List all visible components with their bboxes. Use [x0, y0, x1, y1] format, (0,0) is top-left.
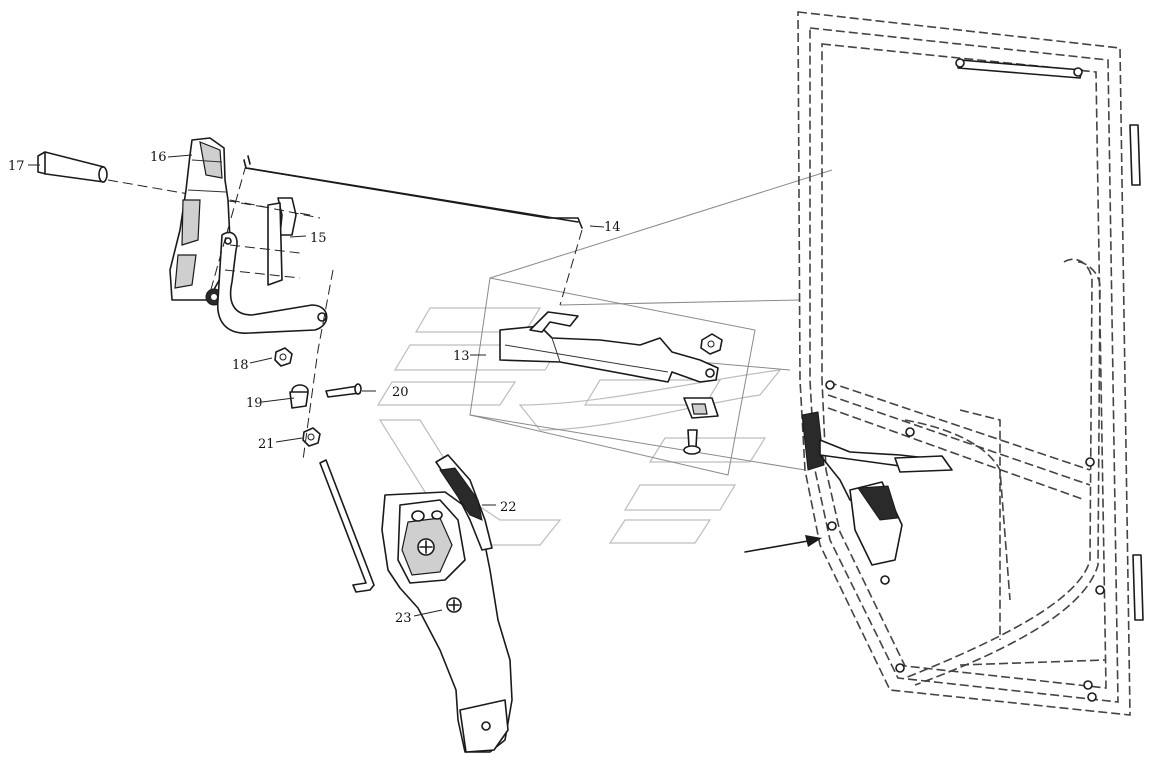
- spring-plate-part: [267, 197, 297, 286]
- label-15: 15: [310, 231, 327, 246]
- label-19: 19: [246, 396, 263, 411]
- label-13: 13: [453, 349, 470, 364]
- rod-axis-line: [207, 164, 247, 301]
- label-21: 21: [258, 437, 275, 452]
- plate-axis-line-1: [229, 199, 321, 219]
- plate-axis-line-2: [229, 244, 301, 254]
- nut-21: [302, 427, 321, 447]
- callouts: 17 16 15 14 13 18 19 20 21 22 23: [8, 150, 621, 626]
- rod-part: [243, 155, 583, 229]
- pin-part: [37, 151, 108, 183]
- label-22: 22: [500, 500, 517, 515]
- bushing-19: [289, 384, 309, 409]
- label-17: 17: [8, 159, 25, 174]
- plate-axis-line-3: [224, 269, 301, 279]
- long-rod-part: [319, 459, 375, 593]
- projection-lines: [469, 169, 833, 476]
- label-16: 16: [150, 150, 167, 165]
- door-frame: [797, 11, 1144, 716]
- nut-18: [274, 347, 293, 367]
- label-20: 20: [392, 385, 409, 400]
- rod-to-latch-axis: [559, 229, 583, 306]
- handle-part: [381, 454, 513, 753]
- vertical-axis-line: [302, 269, 334, 461]
- label-18: 18: [232, 358, 249, 373]
- latch-part: [499, 311, 723, 455]
- label-23: 23: [395, 611, 412, 626]
- bolt-20: [325, 383, 362, 398]
- label-14: 14: [604, 220, 621, 235]
- assembly-arrow: [744, 535, 822, 553]
